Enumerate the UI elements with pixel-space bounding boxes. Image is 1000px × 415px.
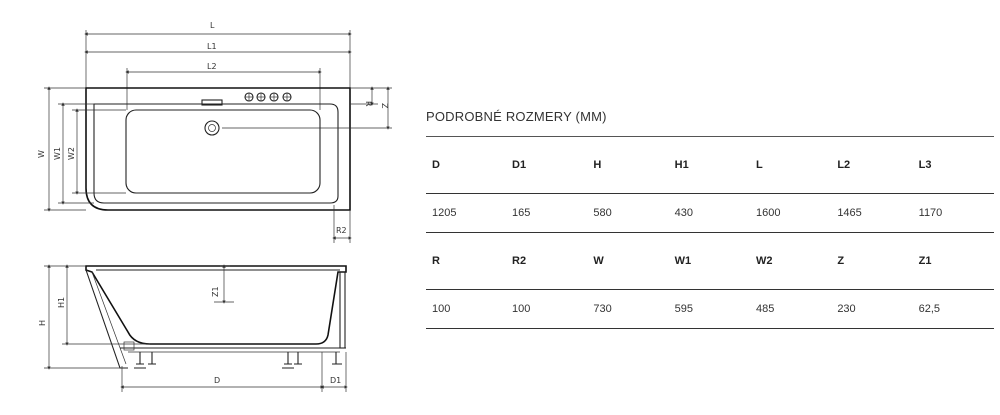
table-cell: 1600 [749, 193, 832, 233]
dim-Z1-label: Z1 [211, 286, 220, 297]
table-header-cell: L [749, 137, 832, 194]
tub-feet [123, 341, 342, 369]
dim-H-label: H [38, 320, 47, 326]
table-header-cell: Z1 [912, 232, 994, 290]
table-header-cell: H [587, 137, 669, 194]
top-view: L L1 L2 W [37, 21, 392, 243]
dim-H1-label: H1 [57, 297, 66, 308]
table-cell: 485 [749, 289, 832, 329]
table-row: 1205 165 580 430 1600 1465 1170 [426, 193, 994, 233]
table-header-cell: W2 [749, 232, 832, 290]
table-row: R R2 W W1 W2 Z Z1 [426, 232, 994, 290]
bathtub-technical-drawing: L L1 L2 W [37, 21, 392, 392]
table-cell: 595 [668, 289, 750, 329]
dim-L-label: L [210, 21, 215, 30]
table-cell: 62,5 [912, 289, 994, 329]
table-cell: 230 [831, 289, 913, 329]
table-cell: 1205 [426, 193, 506, 233]
dim-R2-label: R2 [336, 226, 347, 235]
table-header-cell: H1 [668, 137, 750, 194]
dim-L1-label: L1 [207, 42, 217, 51]
dim-D-label: D [214, 376, 220, 385]
table-header-cell: L2 [831, 137, 913, 194]
dimensions-panel: PODROBNÉ ROZMERY (MM) D D1 H H1 L L2 L3 … [426, 106, 994, 329]
dim-Z-label: Z [380, 103, 389, 109]
table-header-cell: R2 [506, 232, 588, 290]
table-row: 100 100 730 595 485 230 62,5 [426, 289, 994, 329]
table-row: D D1 H H1 L L2 L3 [426, 137, 994, 194]
table-cell: 430 [668, 193, 750, 233]
table-header-cell: R [426, 232, 506, 290]
table-header-cell: W [587, 232, 669, 290]
table-header-cell: D [426, 137, 506, 194]
table-header-cell: D1 [506, 137, 588, 194]
dim-D1-label: D1 [330, 376, 341, 385]
table-cell: 730 [587, 289, 669, 329]
dim-W2-label: W2 [67, 147, 76, 160]
table-cell: 165 [506, 193, 588, 233]
control-knobs [244, 92, 292, 102]
table-cell: 100 [426, 289, 506, 329]
spec-title: PODROBNÉ ROZMERY (MM) [426, 106, 994, 137]
table-header-cell: L3 [912, 137, 994, 194]
side-view: H H1 Z1 D D1 [38, 264, 348, 392]
tub-outline-side [85, 265, 347, 345]
dim-W-label: W [37, 150, 46, 158]
table-cell: 1465 [831, 193, 913, 233]
dim-L2-label: L2 [207, 62, 217, 71]
table-cell: 580 [587, 193, 669, 233]
drain-icon [204, 120, 220, 136]
tub-basin-top [125, 109, 321, 194]
dimensions-table: D D1 H H1 L L2 L3 1205 165 580 430 1600 … [426, 137, 994, 329]
table-cell: 1170 [912, 193, 994, 233]
table-cell: 100 [506, 289, 588, 329]
dim-R-label: R [364, 101, 373, 107]
dim-W1-label: W1 [53, 147, 62, 160]
table-header-cell: W1 [668, 232, 750, 290]
table-header-cell: Z [831, 232, 913, 290]
tub-outline-top [85, 87, 351, 211]
